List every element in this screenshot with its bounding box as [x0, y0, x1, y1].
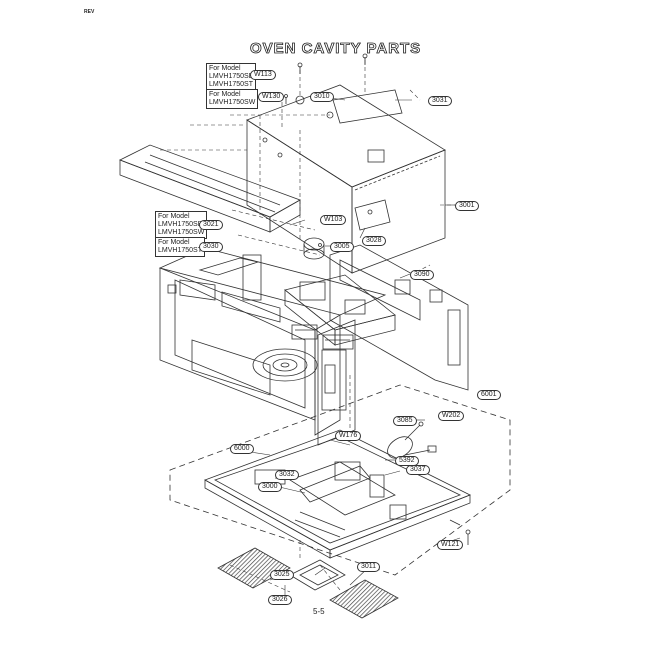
model-note-w130: For Model LMVH1750SW — [206, 89, 259, 109]
base-plate — [204, 429, 471, 559]
callout-3001: 3001 — [455, 201, 479, 211]
callout-6000: 6000 — [230, 444, 254, 454]
callout-3000: 3000 — [258, 482, 282, 492]
callout-3032: 3032 — [275, 470, 299, 480]
callout-3021: 3021 — [199, 220, 223, 230]
model-note-3021: For Model LMVH1750SB LMVH1750SW — [155, 211, 208, 239]
callout-3025: 3025 — [270, 570, 294, 580]
callout-3026: 3026 — [268, 595, 292, 605]
note-model: LMVH1750SB — [209, 73, 254, 80]
callout-3011: 3011 — [357, 562, 381, 572]
page-number: 5-5 — [313, 607, 325, 616]
screws — [284, 53, 368, 247]
callout-3028: 3028 — [362, 236, 386, 246]
note-prefix: For Model — [158, 213, 190, 220]
callout-3085: 3085 — [393, 416, 417, 426]
rear-panel — [329, 244, 469, 391]
filter-frame — [289, 559, 346, 591]
callout-w130: W130 — [258, 92, 285, 102]
magnetron-assembly — [284, 237, 396, 346]
note-prefix: For Model — [209, 65, 241, 72]
wire-harness — [387, 421, 437, 459]
model-note-w113: For Model LMVH1750SB LMVH1750ST — [206, 63, 257, 91]
callout-w121: W121 — [437, 540, 464, 550]
model-note-3030: For Model LMVH1750ST — [155, 237, 205, 257]
outer-case — [246, 84, 446, 274]
base-outline — [169, 384, 511, 576]
filter-right — [329, 579, 399, 619]
callout-3005: 3005 — [330, 242, 354, 252]
callout-6001: 6001 — [477, 390, 501, 400]
note-model: LMVH1750ST — [209, 81, 253, 88]
bracket-3028 — [354, 199, 391, 231]
oven-cavity — [158, 247, 387, 446]
note-prefix: For Model — [158, 239, 190, 246]
note-prefix: For Model — [209, 91, 241, 98]
callout-3031: 3031 — [428, 96, 452, 106]
callout-3030: 3030 — [199, 242, 223, 252]
callout-w113: W113 — [250, 70, 276, 80]
page-code: REV — [84, 9, 95, 15]
callout-3037: 3037 — [406, 465, 430, 475]
filter-left — [217, 547, 291, 589]
callout-w202: W202 — [438, 411, 465, 421]
callout-w176: W176 — [335, 431, 362, 441]
page-title: OVEN CAVITY PARTS — [250, 40, 422, 58]
note-model: LMVH1750SW — [209, 99, 256, 106]
callout-w103: W103 — [320, 215, 347, 225]
note-model: LMVH1750SW — [158, 229, 205, 236]
note-model: LMVH1750ST — [158, 247, 202, 254]
note-model: LMVH1750SB — [158, 221, 203, 228]
callout-3090: 3090 — [410, 270, 434, 280]
callout-3010: 3010 — [310, 92, 334, 102]
control-panel-bar — [119, 144, 301, 233]
